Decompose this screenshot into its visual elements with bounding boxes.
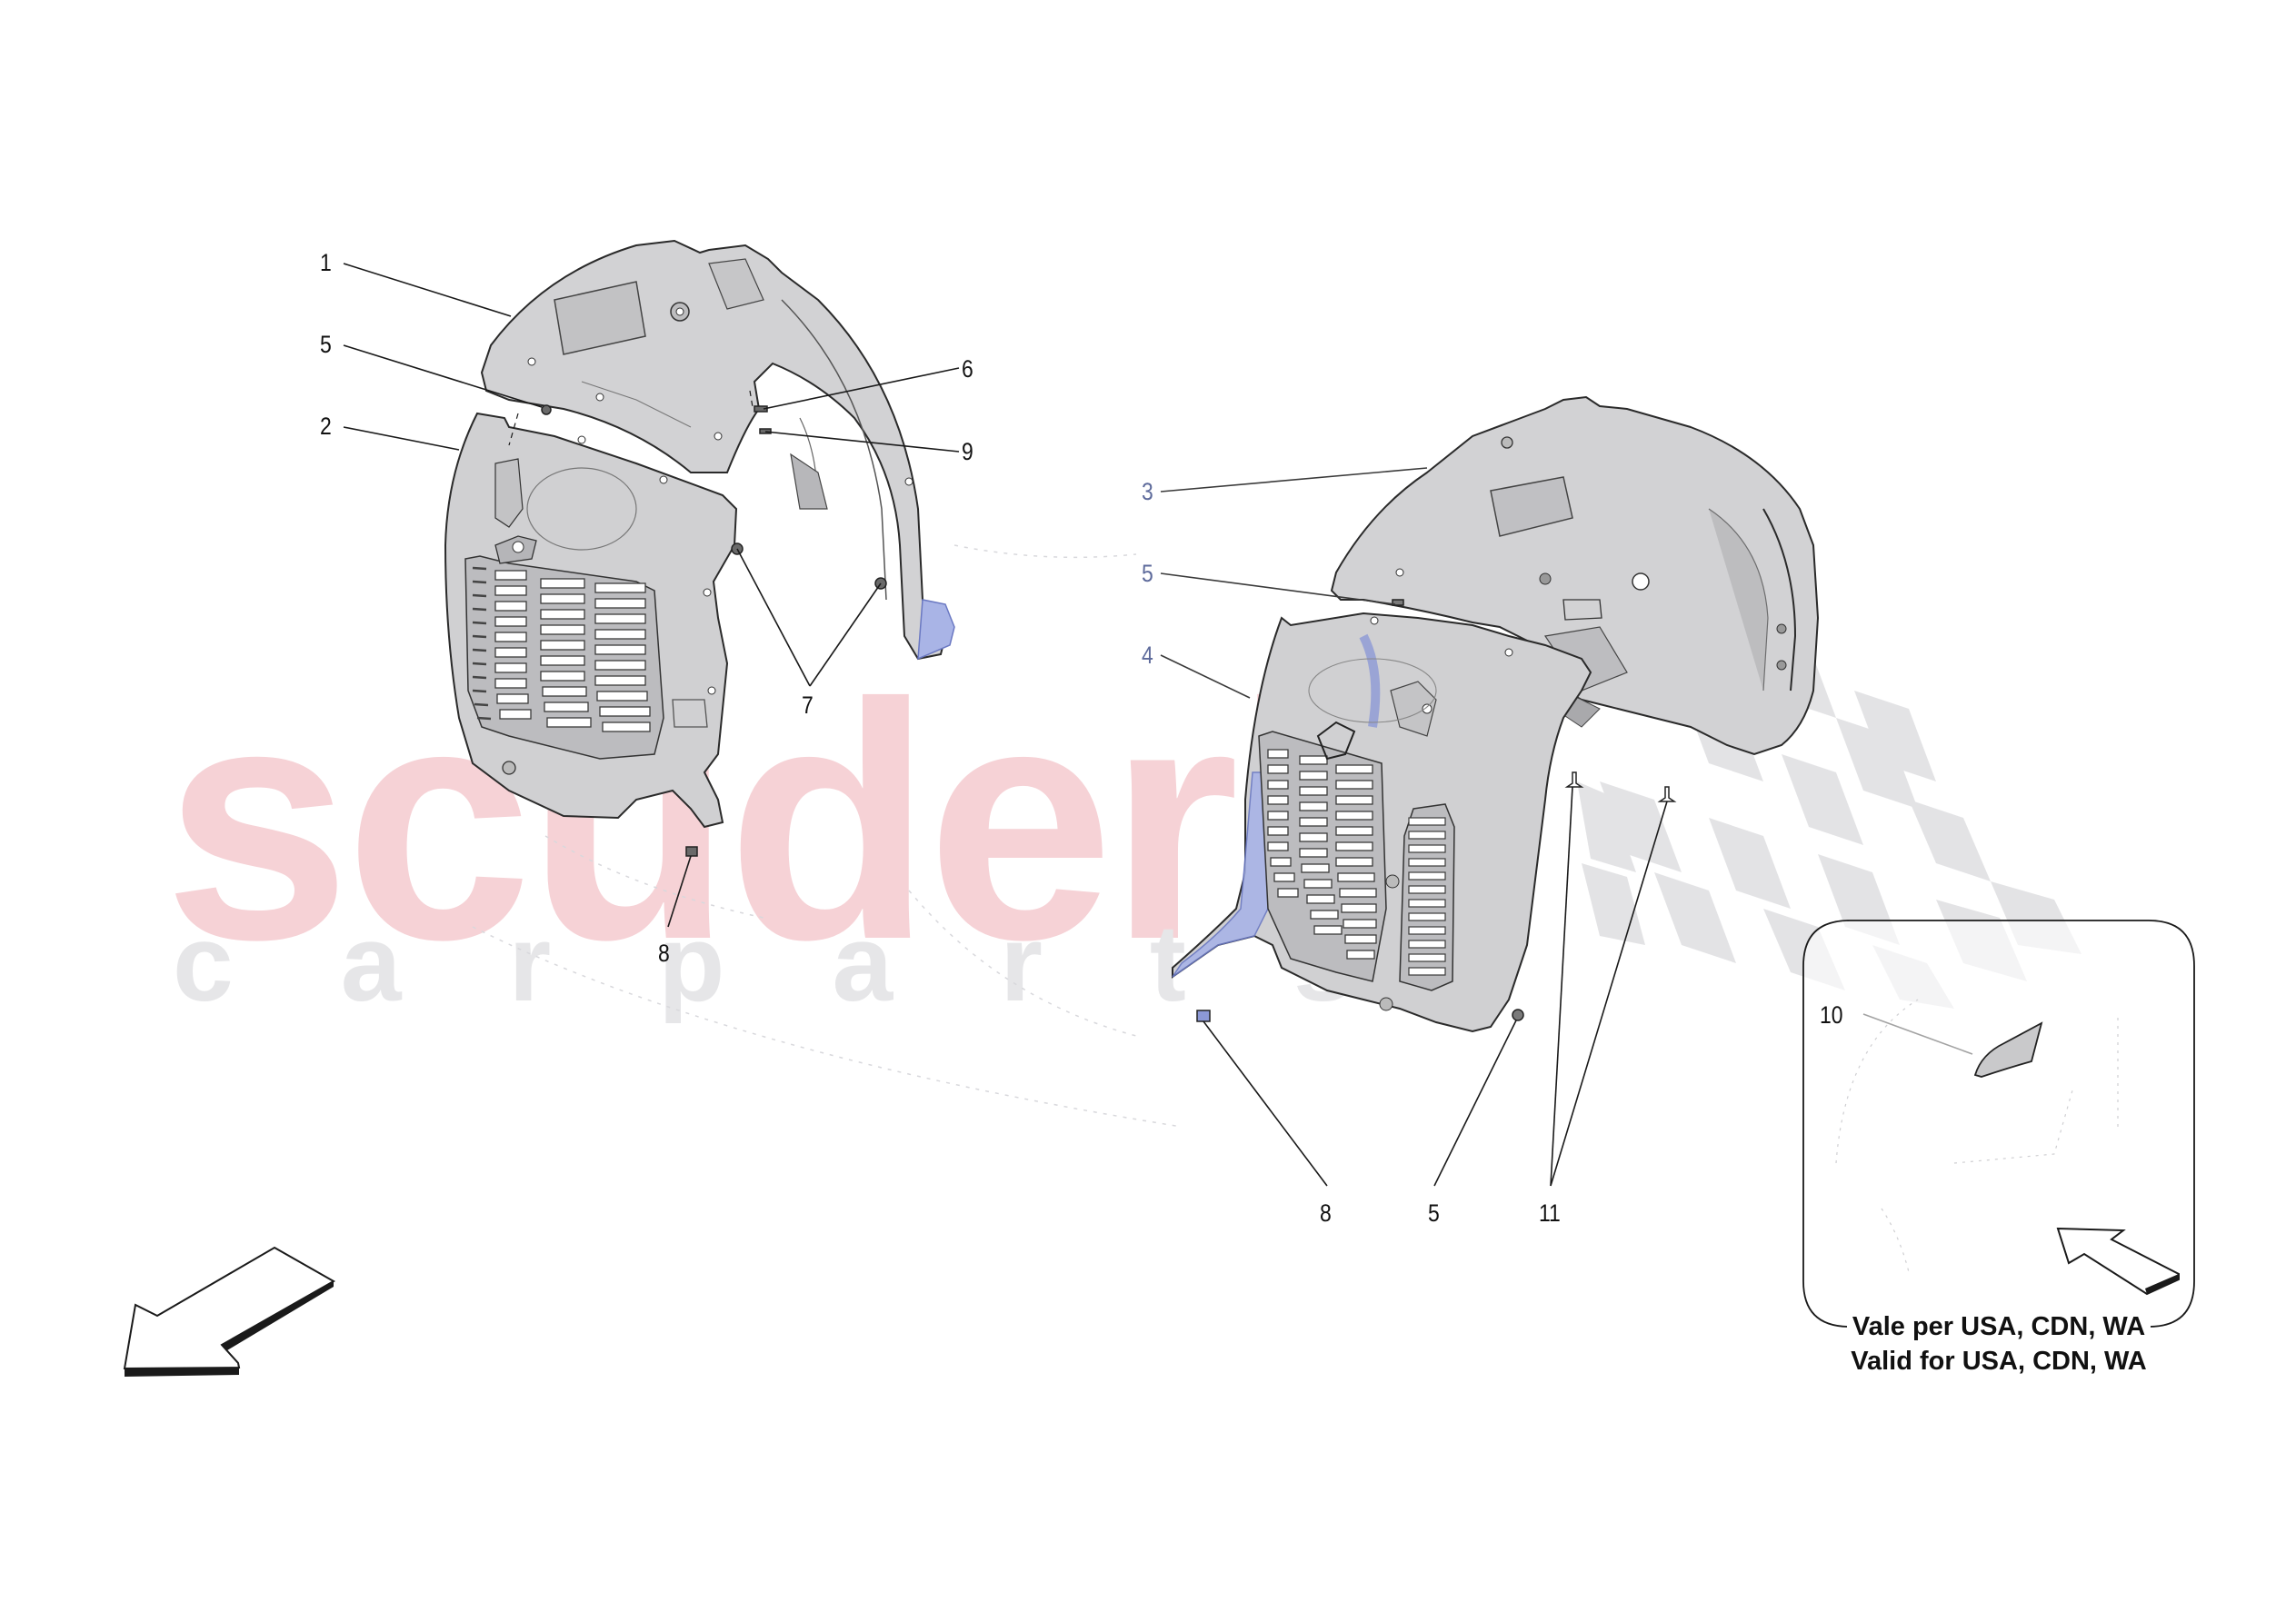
callout-7[interactable]: 7 [802,692,814,719]
callout-1[interactable]: 1 [320,249,332,276]
watermark-carparts: carparts [173,902,1462,1024]
faint-car-outline [472,544,1183,1128]
callout-5-upper-right[interactable]: 5 [1142,560,1153,587]
grille-vents-large [1258,731,1387,982]
inset-caption-english-text: Valid for USA, CDN, WA [1845,1347,2152,1376]
clip-8-right [1196,1010,1211,1022]
callout-10[interactable]: 10 [1820,1001,1843,1029]
front-direction-arrow-icon [123,1246,336,1377]
callout-3[interactable]: 3 [1142,478,1153,505]
callout-8-right[interactable]: 8 [1320,1199,1332,1227]
screw-5-left [541,404,552,415]
inset-caption-english: Valid for USA, CDN, WA [1803,1347,2194,1376]
part-1-upper-rear-liner [480,239,955,661]
callout-4[interactable]: 4 [1142,642,1153,669]
clip-8-left [685,846,698,857]
inset-caption-italian: Vale per USA, CDN, WA [1803,1312,2194,1341]
callout-9[interactable]: 9 [962,438,973,465]
grille-vents [464,555,664,760]
part-4-lower-front-liner [1172,612,1592,1033]
fasteners-right [1196,599,1677,1022]
inset-panel [1802,920,2195,1328]
clip-6 [754,405,768,413]
callout-5-lower-right[interactable]: 5 [1428,1199,1440,1227]
grille-vents-small [1399,803,1455,991]
screw-5-upper [1392,599,1404,606]
inset-caption-italian-text: Vale per USA, CDN, WA [1846,1312,2151,1341]
fasteners-left [541,404,887,857]
pushpins-11 [1564,771,1677,802]
leader-lines [343,263,1973,1187]
callout-5-left[interactable]: 5 [320,331,332,358]
callout-11[interactable]: 11 [1539,1199,1561,1227]
checkered-flag-icon [1577,627,2081,1009]
part-10-patch [1973,1021,2043,1078]
faint-inset-sketch [1835,999,2119,1273]
callout-6[interactable]: 6 [962,355,973,383]
callout-2[interactable]: 2 [320,413,332,440]
nut-5-lower [1512,1009,1524,1021]
part-2-lower-rear-liner [444,412,738,829]
screw-9 [759,428,772,434]
callout-8-left[interactable]: 8 [658,940,670,967]
